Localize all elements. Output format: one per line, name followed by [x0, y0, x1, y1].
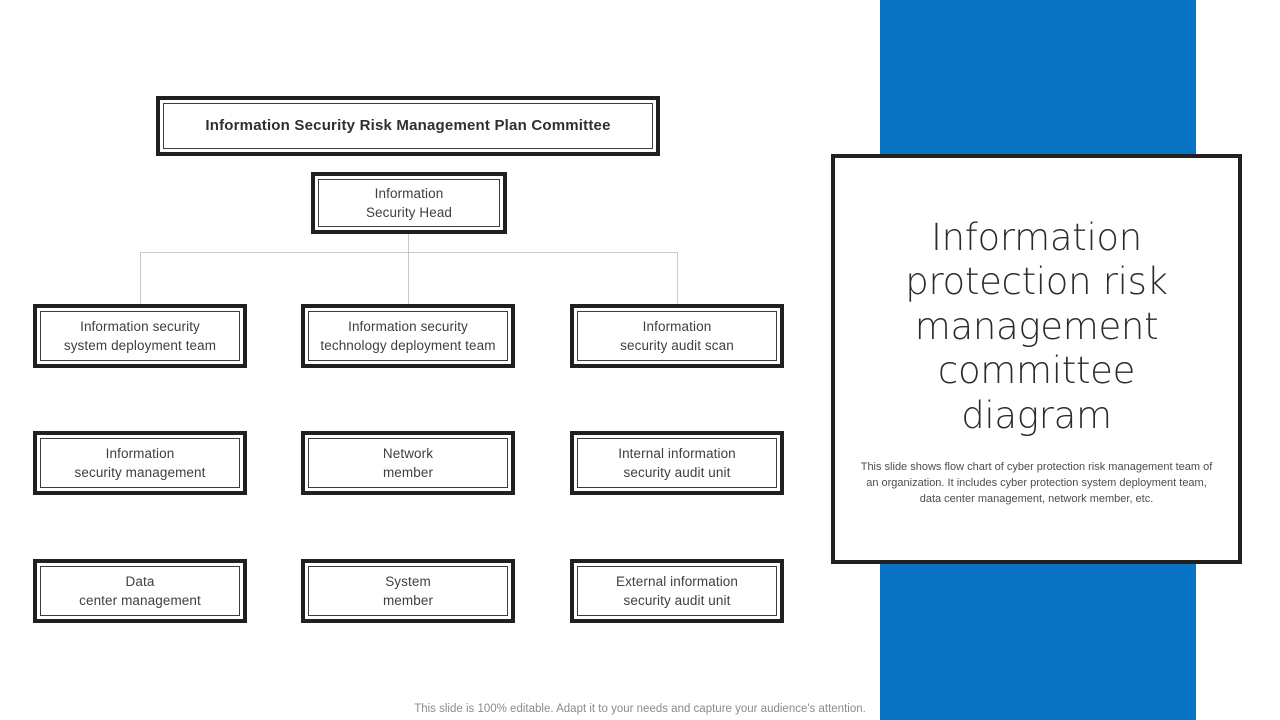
node-r3c3-line2: security audit unit: [623, 593, 731, 608]
node-r3c2-line2: member: [382, 593, 434, 608]
node-r1c2[interactable]: Information security technology deployme…: [301, 304, 515, 368]
node-r2c2-line2: member: [382, 465, 434, 480]
node-security-head-label: Information Security Head: [318, 179, 500, 227]
connector-branch-right: [677, 252, 678, 304]
info-card: Information protection risk management c…: [831, 154, 1242, 564]
node-security-head-line2: Security Head: [365, 205, 453, 220]
node-r2c3-line1: Internal information: [618, 445, 736, 461]
node-r3c1-line2: center management: [79, 593, 201, 608]
node-committee[interactable]: Information Security Risk Management Pla…: [156, 96, 660, 156]
footer-note: This slide is 100% editable. Adapt it to…: [414, 703, 866, 715]
node-r1c3-line2: security audit scan: [620, 338, 734, 353]
info-card-description: This slide shows flow chart of cyber pro…: [860, 460, 1213, 505]
node-r1c1-line1: Information security: [80, 318, 200, 334]
node-r3c2-line1: System: [385, 573, 431, 589]
node-r2c3[interactable]: Internal information security audit unit: [570, 431, 784, 495]
node-r1c1[interactable]: Information security system deployment t…: [33, 304, 247, 368]
info-card-title: Information protection risk management c…: [905, 216, 1168, 437]
node-r1c2-line2: technology deployment team: [320, 338, 496, 353]
org-chart-diagram: Information Security Risk Management Pla…: [33, 96, 784, 623]
node-r3c1[interactable]: Data center management: [33, 559, 247, 623]
node-security-head[interactable]: Information Security Head: [311, 172, 507, 234]
node-r1c1-line2: system deployment team: [63, 338, 217, 353]
connector-head-down: [408, 234, 409, 253]
node-r2c3-line2: security audit unit: [623, 465, 731, 480]
node-r3c1-line1: Data: [125, 573, 155, 589]
node-r1c3-line1: Information: [642, 318, 712, 334]
node-r2c2-line1: Network: [382, 445, 434, 461]
node-r2c2[interactable]: Network member: [301, 431, 515, 495]
node-r1c2-line1: Information security: [348, 318, 468, 334]
node-r3c3-line1: External information: [615, 573, 739, 589]
node-security-head-line1: Information: [374, 185, 444, 201]
node-r2c1-line2: security management: [74, 465, 206, 480]
node-r2c1-line1: Information: [105, 445, 175, 461]
node-r3c2[interactable]: System member: [301, 559, 515, 623]
connector-horizontal: [140, 252, 678, 253]
connector-branch-left: [140, 252, 141, 304]
node-r3c3[interactable]: External information security audit unit: [570, 559, 784, 623]
node-r2c1[interactable]: Information security management: [33, 431, 247, 495]
connector-branch-middle: [408, 252, 409, 304]
node-committee-label: Information Security Risk Management Pla…: [163, 103, 653, 149]
node-r1c3[interactable]: Information security audit scan: [570, 304, 784, 368]
